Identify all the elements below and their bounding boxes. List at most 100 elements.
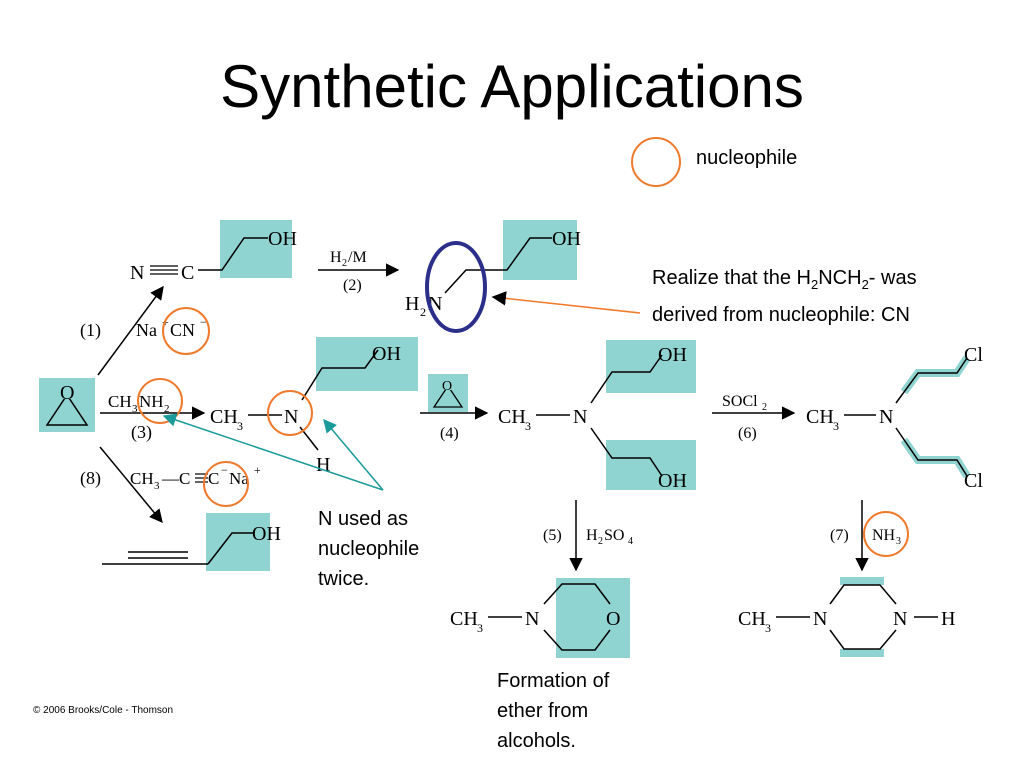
svg-text:3: 3 [525, 419, 531, 433]
svg-text:CH: CH [210, 406, 238, 428]
svg-text:CH: CH [450, 608, 478, 630]
svg-text:2: 2 [342, 258, 347, 269]
svg-text:OH: OH [658, 344, 687, 366]
slide-title: Synthetic Applications [220, 53, 804, 120]
svg-text:Na: Na [136, 320, 157, 340]
svg-text:N: N [893, 608, 907, 630]
svg-text:N: N [573, 406, 587, 428]
svg-text:Na: Na [229, 469, 249, 488]
nucleophile-circle-cn [162, 307, 210, 355]
svg-text:N: N [130, 262, 144, 284]
reagent-h2so4: H 2 SO 4 [586, 527, 633, 547]
svg-text:OH: OH [268, 228, 297, 250]
svg-text:3: 3 [896, 536, 901, 547]
step1-label: (1) [80, 320, 101, 341]
reagent-nh3: NH 3 [863, 511, 909, 557]
svg-text:N: N [813, 608, 827, 630]
teal-arrow-1 [162, 413, 384, 491]
svg-text:−: − [221, 463, 228, 477]
morpholine-product: CH 3 N O [450, 578, 630, 658]
svg-text:O: O [442, 379, 452, 394]
svg-text:H: H [316, 454, 330, 476]
reagent-nacn: Na + CN − [136, 307, 210, 355]
svg-text:CH: CH [806, 406, 834, 428]
blue-circle-ch2n [425, 241, 487, 333]
arrow-to-cn-note [491, 291, 641, 314]
alkyne-alcohol: OH [102, 513, 281, 571]
svg-text:2: 2 [762, 402, 767, 413]
reagent-acetylide: CH 3 —C C − Na + [130, 461, 261, 507]
svg-text:N: N [879, 406, 893, 428]
arrow-step8 [99, 446, 163, 524]
svg-text:3: 3 [765, 621, 771, 635]
svg-text:3: 3 [154, 480, 160, 492]
svg-text:−: − [200, 315, 207, 329]
step2-label: (2) [343, 277, 362, 294]
svg-text:3: 3 [132, 403, 138, 415]
note-cn-origin: Realize that the H2NCH2- was derived fro… [652, 267, 917, 326]
svg-text:CH: CH [108, 392, 132, 411]
svg-text:OH: OH [372, 343, 401, 365]
aminoalcohol: H 2 N OH [405, 220, 581, 333]
step3-label: (3) [131, 422, 152, 443]
svg-text:O: O [606, 608, 620, 630]
svg-text:/M: /M [348, 249, 367, 266]
reagent-ch3nh2: CH 3 NH 2 [108, 378, 183, 424]
svg-text:C: C [181, 262, 194, 284]
reagent-socl2: SOCl 2 [722, 393, 767, 413]
step4-label: (4) [440, 425, 459, 442]
svg-text:SOCl: SOCl [722, 393, 758, 410]
step5-label: (5) [543, 527, 562, 544]
svg-text:H: H [405, 293, 419, 315]
svg-text:N: N [284, 406, 298, 428]
copyright: © 2006 Brooks/Cole - Thomson [33, 705, 174, 716]
svg-text:OH: OH [658, 470, 687, 492]
svg-text:CN: CN [170, 320, 195, 340]
piperazine-product: CH 3 N N H [738, 577, 955, 657]
note-ether-formation: Formation of ether from alcohols. [497, 670, 610, 752]
note-n-twice: N used as nucleophile twice. [318, 508, 420, 590]
step8-label: (8) [80, 468, 101, 489]
svg-text:—C: —C [161, 469, 190, 488]
dichloride-product: CH 3 N Cl Cl [806, 344, 983, 492]
nucleophile-circle-n-mid [267, 390, 313, 436]
svg-text:2: 2 [420, 305, 426, 319]
svg-text:3: 3 [833, 419, 839, 433]
reagent-h2m: H 2 /M [330, 249, 367, 269]
methylamino-ethanol: CH 3 N OH H [210, 337, 418, 476]
teal-arrow-2 [323, 418, 384, 491]
svg-text:+: + [254, 463, 261, 477]
svg-text:4: 4 [628, 536, 633, 547]
svg-text:SO: SO [604, 527, 624, 544]
nucleophile-circle-nh3 [863, 511, 909, 557]
legend-nucleophile-label: nucleophile [696, 147, 798, 169]
epoxide-start: O [39, 378, 95, 432]
svg-text:NH: NH [139, 392, 164, 411]
svg-text:CH: CH [498, 406, 526, 428]
nitrile-alcohol: N C OH [130, 220, 297, 284]
svg-text:NH: NH [872, 527, 896, 544]
nucleophile-legend-circle [631, 137, 681, 187]
epoxide-o: O [60, 382, 74, 404]
epoxide-reagent: O [428, 374, 468, 412]
svg-text:2: 2 [598, 536, 603, 547]
svg-text:C: C [208, 469, 219, 488]
svg-text:Cl: Cl [964, 344, 983, 366]
svg-text:3: 3 [237, 419, 243, 433]
svg-text:CH: CH [130, 469, 154, 488]
svg-text:H: H [941, 608, 955, 630]
step6-label: (6) [738, 425, 757, 442]
svg-text:N: N [525, 608, 539, 630]
svg-text:H: H [330, 249, 342, 266]
svg-text:2: 2 [164, 403, 170, 415]
arrow-step1 [97, 285, 164, 376]
svg-text:OH: OH [252, 523, 281, 545]
nucleophile-circle-acetylide [203, 461, 249, 507]
svg-text:OH: OH [552, 228, 581, 250]
svg-text:CH: CH [738, 608, 766, 630]
svg-text:3: 3 [477, 621, 483, 635]
svg-text:H: H [586, 527, 598, 544]
step7-label: (7) [830, 527, 849, 544]
nucleophile-circle-ch3nh2 [137, 378, 183, 424]
